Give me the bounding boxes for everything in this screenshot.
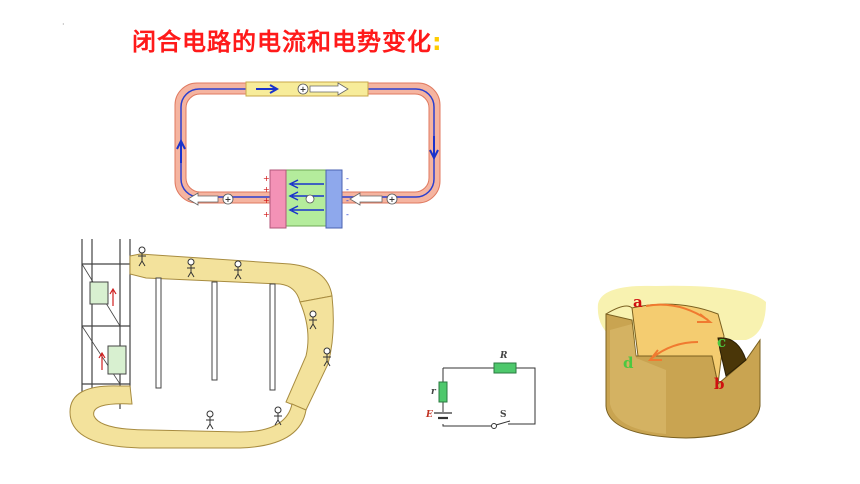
- negative-plate: [325, 169, 343, 229]
- internal-resistor-r: [438, 381, 448, 403]
- minus-sign-3: -: [346, 196, 349, 205]
- cylinder-illustration: a b c d: [597, 285, 766, 439]
- point-b-label: b: [714, 375, 725, 393]
- point-a-label: a: [633, 293, 643, 311]
- elevator-up-arrow-2: [98, 351, 106, 370]
- internal-arrow-1: [288, 179, 324, 189]
- minus-sign-2: -: [346, 185, 349, 194]
- label-S: S: [500, 410, 507, 420]
- switch-lever: [495, 420, 511, 426]
- label-r: r: [431, 387, 437, 397]
- carrier-sign-bottom-left: +: [225, 194, 232, 204]
- page-title: 闭合电路的电流和电势变化:: [132, 22, 443, 57]
- plus-sign-3: +: [263, 196, 270, 205]
- carrier-sign-top: +: [300, 84, 307, 94]
- arrow-right-blue: [256, 84, 280, 94]
- title-colon: :: [432, 28, 443, 56]
- arrow-up-left: [176, 138, 186, 163]
- descending-slide: [285, 295, 334, 411]
- elevator-car-upper: [89, 281, 109, 305]
- arrow-a-to-c: [645, 303, 713, 323]
- carrier-in-cell: [305, 194, 315, 204]
- track-analogy-illustration: R r E S: [60, 234, 565, 456]
- circuit-loop-diagram: + + + + + + + - - - -: [174, 81, 441, 229]
- lower-track: [69, 385, 307, 449]
- positive-carrier-bottom-right: [386, 193, 398, 205]
- arrow-down-right: [429, 136, 439, 161]
- battery-symbol: [434, 412, 452, 420]
- arrow-left-white-bottom: [187, 192, 219, 206]
- elevator-car-lower: [107, 345, 127, 375]
- elevator-up-arrow-1: [109, 287, 117, 306]
- arrow-right-white: [309, 82, 349, 96]
- title-text: 闭合电路的电流和电势变化: [132, 28, 432, 56]
- slide-marker-dot: ·: [62, 20, 65, 29]
- arrow-left-white-right: [349, 192, 383, 206]
- resistor-R: [493, 362, 517, 374]
- plus-sign-1: +: [263, 174, 270, 183]
- arrow-c-to-d: [647, 341, 699, 361]
- point-d-label: d: [623, 354, 634, 372]
- plus-sign-4: +: [263, 210, 270, 219]
- cylinder-body-highlight: [610, 324, 666, 434]
- track-pillars: [155, 277, 276, 391]
- minus-sign-4: -: [346, 210, 349, 219]
- cylinder-rim: [605, 305, 633, 315]
- switch-contact-left: [491, 423, 497, 429]
- internal-arrow-3: [288, 205, 324, 215]
- child-figures: [138, 246, 331, 430]
- positive-carrier-bottom-left: [222, 193, 234, 205]
- carrier-sign-bottom-right: +: [389, 194, 396, 204]
- label-R: R: [499, 351, 508, 361]
- positive-carrier-top: [297, 83, 309, 95]
- step-drop: [717, 337, 747, 377]
- point-c-label: c: [717, 333, 726, 351]
- minus-sign-1: -: [346, 174, 349, 183]
- plus-sign-2: +: [263, 185, 270, 194]
- label-E: E: [425, 410, 433, 420]
- positive-plate: [269, 169, 287, 229]
- circuit-schematic: [442, 367, 536, 427]
